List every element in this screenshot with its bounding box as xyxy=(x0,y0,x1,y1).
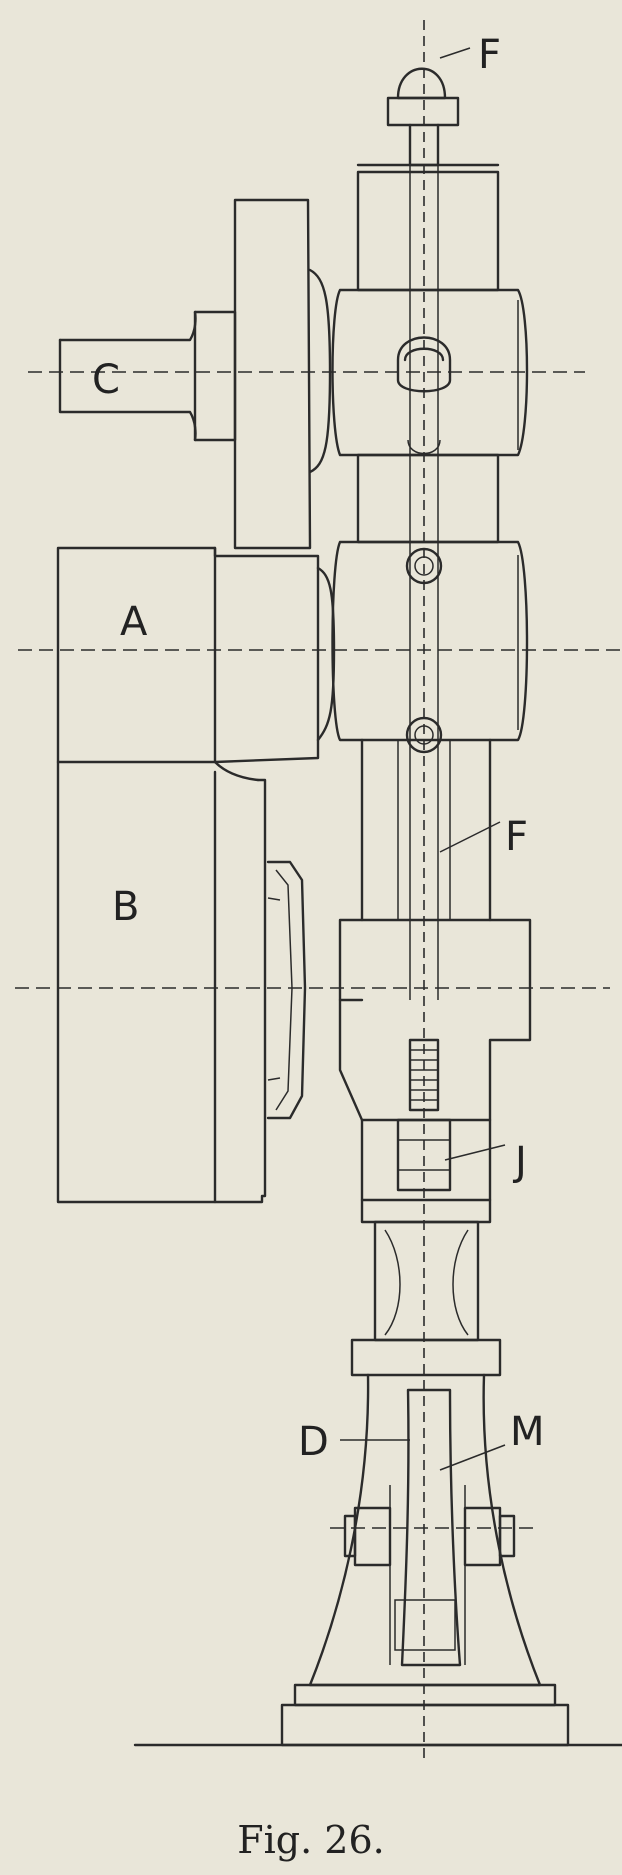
label-f-top: F xyxy=(478,32,501,78)
label-d: D xyxy=(298,1419,329,1465)
label-j: J xyxy=(512,1139,527,1185)
label-b: B xyxy=(112,884,139,930)
figure-caption: Fig. 26. xyxy=(237,1818,385,1862)
part-labels: C A B F F J D M xyxy=(92,32,545,1465)
label-m: M xyxy=(510,1409,545,1455)
crank-c xyxy=(58,198,332,550)
pulley-a xyxy=(56,546,336,764)
pulley-b xyxy=(56,760,307,1204)
label-f-mid: F xyxy=(505,814,528,860)
centre-lines xyxy=(15,20,622,1760)
column-frame xyxy=(280,67,570,1747)
label-c: C xyxy=(92,357,120,403)
label-a: A xyxy=(120,599,148,645)
leader-lines xyxy=(340,47,506,1471)
